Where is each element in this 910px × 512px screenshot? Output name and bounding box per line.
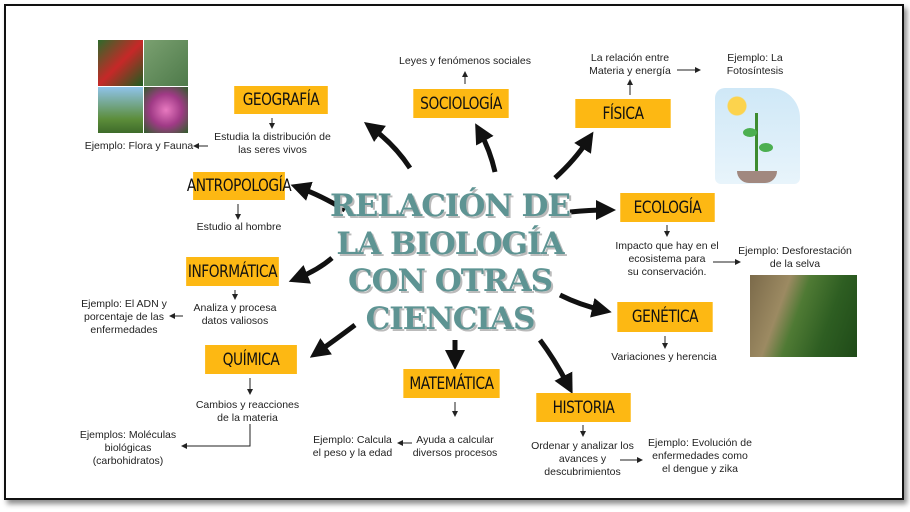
quimica-description: Cambios y reacciones de la materia <box>195 399 300 424</box>
node-geografia: GEOGRAFÍA <box>234 86 328 114</box>
flora-fauna-image <box>98 40 188 133</box>
node-historia: HISTORIA <box>536 393 631 422</box>
node-genetica: GENÉTICA <box>617 302 713 332</box>
genetica-description: Variaciones y herencia <box>611 351 717 363</box>
deforestation-image <box>750 275 857 357</box>
node-ecologia: ECOLOGÍA <box>620 193 715 222</box>
node-sociologia: SOCIOLOGÍA <box>413 89 509 118</box>
node-quimica: QUÍMICA <box>205 345 297 374</box>
diagram-frame <box>4 4 904 500</box>
geografia-description: Estudia la distribución de las seres viv… <box>214 131 331 156</box>
ecologia-example: Ejemplo: Desforestación de la selva <box>738 245 852 270</box>
node-informatica: INFORMÁTICA <box>186 257 279 286</box>
matematica-example: Ejemplo: Calcula el peso y la edad <box>312 434 393 459</box>
informatica-example: Ejemplo: El ADN y porcentaje de las enfe… <box>81 298 167 336</box>
informatica-description: Analiza y procesa datos valiosos <box>193 302 277 327</box>
fisica-example: Ejemplo: La Fotosíntesis <box>726 52 784 77</box>
node-fisica: FÍSICA <box>575 99 671 128</box>
node-antropologia: ANTROPOLOGÍA <box>187 172 292 200</box>
quimica-example: Ejemplos: Moléculas biológicas (carbohid… <box>79 429 177 467</box>
central-title: RELACIÓN DE LA BIOLOGÍA CON OTRAS CIENCI… <box>329 188 571 337</box>
fisica-description: La relación entre Materia y energía <box>589 52 671 77</box>
geografia-example: Ejemplo: Flora y Fauna <box>84 140 194 152</box>
node-matematica: MATEMÁTICA <box>403 369 500 398</box>
historia-example: Ejemplo: Evolución de enfermedades como … <box>648 437 752 475</box>
historia-description: Ordenar y analizar los avances y descubr… <box>531 440 634 478</box>
matematica-description: Ayuda a calcular diversos procesos <box>412 434 498 459</box>
antropologia-description: Estudio al hombre <box>196 221 282 233</box>
sociologia-description: Leyes y fenómenos sociales <box>399 55 531 67</box>
ecologia-description: Impacto que hay en el ecosistema para su… <box>615 240 719 278</box>
photosynthesis-image <box>715 88 800 184</box>
